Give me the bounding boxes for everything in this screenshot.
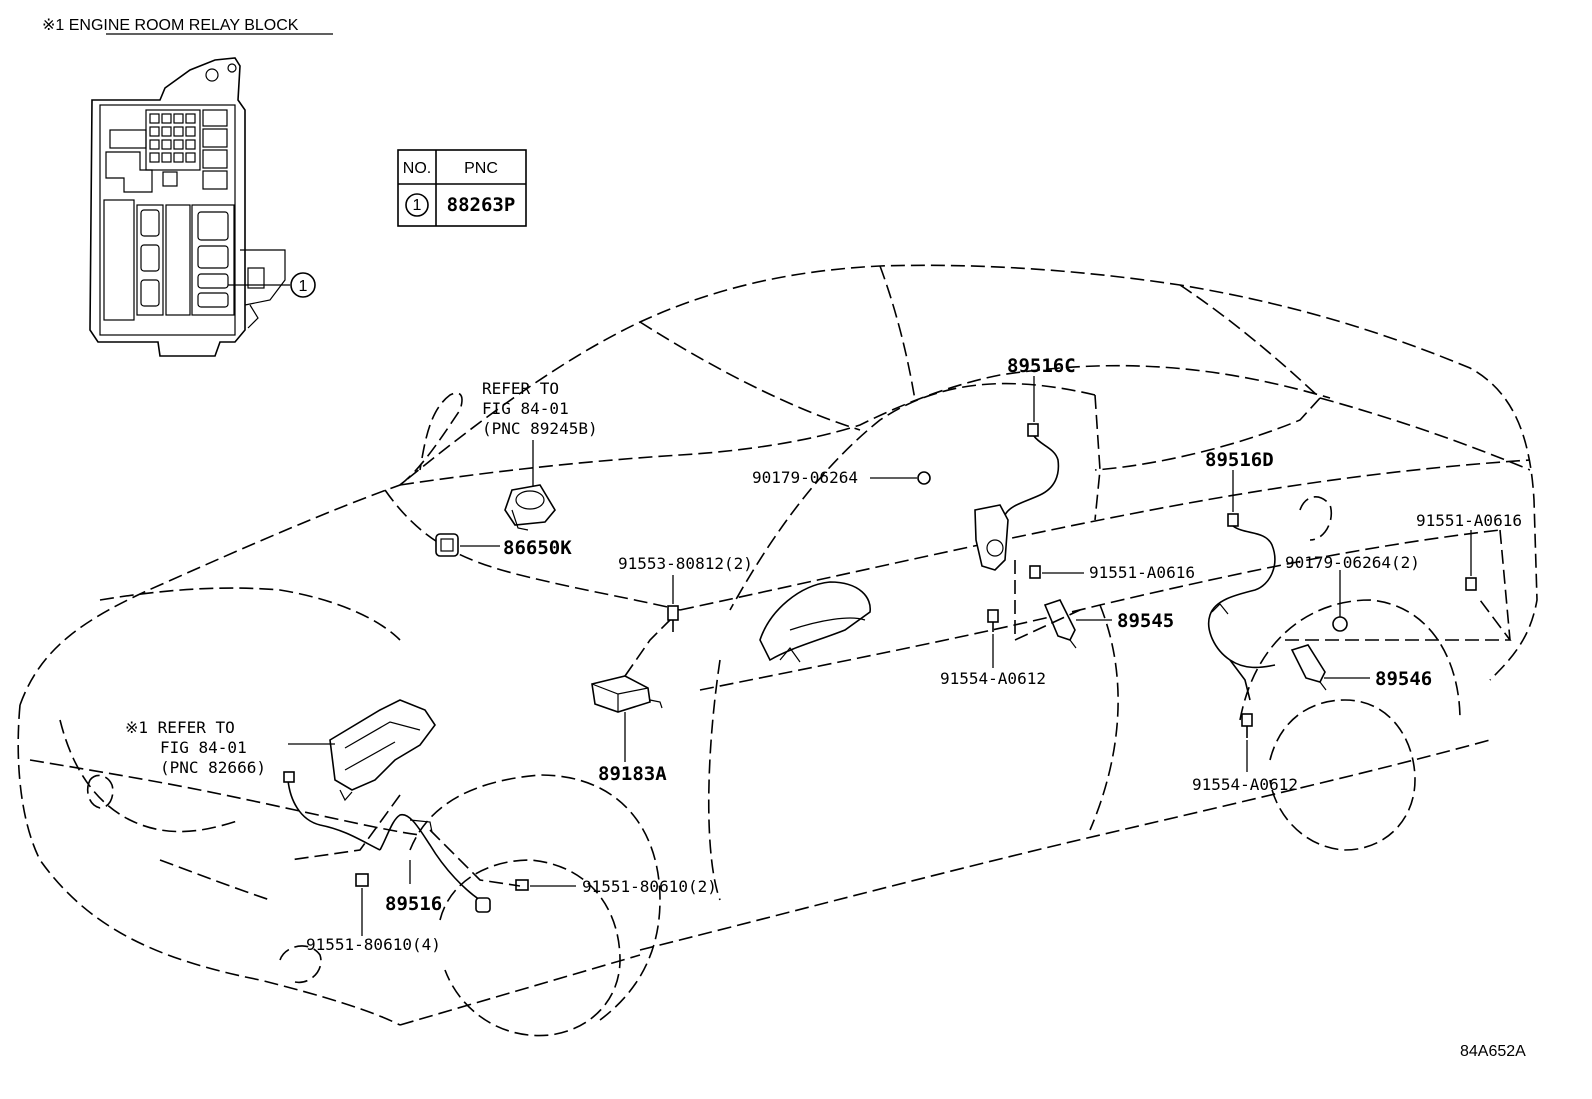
figure-code: 84A652A: [1460, 1043, 1526, 1060]
bolt-91554-right-part: [1241, 713, 1253, 738]
label-86650K: 86650K: [503, 537, 572, 559]
table-header-pnc: PNC: [464, 160, 498, 177]
label-89516D: 89516D: [1205, 449, 1274, 471]
sensor-89516C-part: [974, 423, 1060, 571]
labels: REFER TO FIG 84-01 (PNC 89245B) 86650K 9…: [125, 355, 1526, 1060]
ecu-bracket-part: [329, 699, 436, 802]
table-row-pnc: 88263P: [447, 194, 516, 216]
label-91551-A0616-left: 91551-A0616: [1089, 563, 1195, 582]
side-mirror: [759, 581, 871, 663]
callout-circle-1: [290, 272, 316, 298]
label-91554-A0612-left: 91554-A0612: [940, 669, 1046, 688]
table-header-no: NO.: [403, 160, 431, 177]
leader-lines: [288, 376, 1512, 936]
label-89546: 89546: [1375, 668, 1432, 690]
clip-90179-left-part: [917, 471, 931, 485]
bolt-91554-left-part: [987, 609, 999, 632]
label-89516C: 89516C: [1007, 355, 1076, 377]
refer-front-line2: FIG 84-01: [160, 738, 247, 757]
bolt-91553-part: [667, 605, 679, 632]
label-89545: 89545: [1117, 610, 1174, 632]
clip-90179-right-part: [1332, 616, 1348, 632]
table-row-no: 1: [413, 197, 422, 214]
sensor-89516-front-part: [283, 771, 491, 913]
relay-block-title: ※1 ENGINE ROOM RELAY BLOCK: [42, 17, 299, 34]
label-91551-80610-2: 91551-80610(2): [582, 877, 717, 896]
yaw-sensor-89183A-part: [591, 619, 671, 713]
refer-front-line1: ※1 REFER TO: [125, 718, 235, 737]
refer-top-line2: FIG 84-01: [482, 399, 569, 418]
sensor-89545-part: [1043, 599, 1077, 649]
relay-block-drawing: [89, 57, 286, 357]
label-89516: 89516: [385, 893, 442, 915]
bolt-91551-A0616-left-part: [1029, 565, 1041, 579]
callout-circle-1-number: 1: [299, 278, 308, 295]
refer-front-line3: (PNC 82666): [160, 758, 266, 777]
refer-top-line3: (PNC 89245B): [482, 419, 598, 438]
car-outline: [17, 264, 1538, 1037]
bolts-91551-80610-part: [355, 873, 529, 891]
label-91551-A0616-right: 91551-A0616: [1416, 511, 1522, 530]
clock-spring-part: [504, 484, 556, 531]
label-91551-80610-4: 91551-80610(4): [306, 935, 441, 954]
label-90179-06264-left: 90179-06264: [752, 468, 858, 487]
sensor-89546-part: [1290, 644, 1327, 691]
relay-block-inset: ※1 ENGINE ROOM RELAY BLOCK: [42, 17, 333, 357]
refer-top-line1: REFER TO: [482, 379, 559, 398]
sensor-89516D-part: [1208, 513, 1276, 701]
label-91553-80812: 91553-80812(2): [618, 554, 753, 573]
label-91554-A0612-right: 91554-A0612: [1192, 775, 1298, 794]
bolt-91551-A0616-right-part: [1465, 577, 1477, 591]
table-row-marker-circle: [405, 193, 429, 217]
switch-86650K-part: [435, 533, 459, 557]
label-89183A: 89183A: [598, 763, 667, 785]
label-90179-06264-right: 90179-06264(2): [1285, 553, 1420, 572]
pnc-table: NO. PNC 1 88263P: [397, 149, 527, 227]
